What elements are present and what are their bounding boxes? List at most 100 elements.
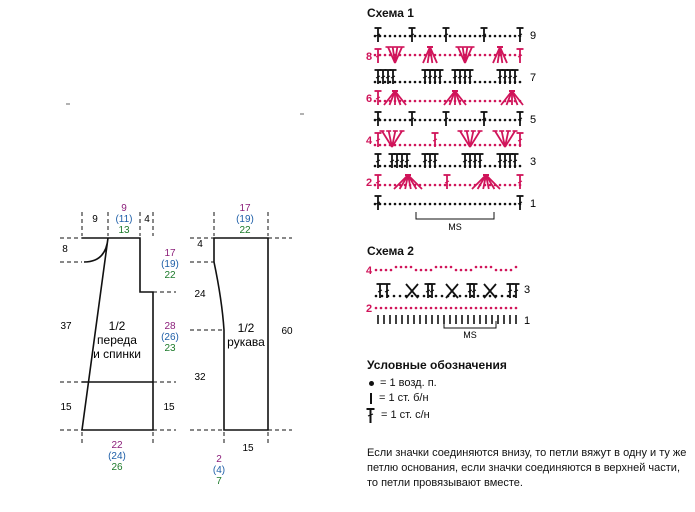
chain-stitch bbox=[469, 268, 473, 272]
chain-stitch bbox=[438, 99, 442, 103]
chain-stitch bbox=[413, 143, 417, 147]
fan-stitch-group bbox=[422, 46, 438, 64]
sleeve-total: 60 bbox=[281, 326, 293, 337]
chain-stitch bbox=[468, 118, 472, 122]
stitch-cross bbox=[394, 159, 400, 163]
stitch-cross bbox=[513, 289, 519, 293]
stitch-cross bbox=[404, 159, 410, 163]
chain-stitch bbox=[449, 265, 453, 269]
sleeve-top-green: 22 bbox=[239, 225, 251, 236]
armhole-green: 23 bbox=[164, 343, 176, 354]
stitch-cross bbox=[443, 117, 449, 121]
band-right: 15 bbox=[163, 402, 175, 413]
chain-stitch bbox=[394, 306, 398, 310]
chain-stitch bbox=[428, 294, 432, 298]
chain-stitch bbox=[393, 118, 397, 122]
chain-stitch bbox=[418, 202, 422, 206]
cross-right bbox=[483, 283, 497, 299]
chain-stitch bbox=[378, 164, 382, 168]
double-crochet-stitch bbox=[506, 283, 514, 298]
chain-stitch bbox=[398, 202, 402, 206]
chain-stitch bbox=[508, 53, 512, 57]
chain-stitch bbox=[378, 143, 382, 147]
double-crochet-stitch bbox=[470, 283, 478, 298]
chain-stitch bbox=[514, 306, 518, 310]
chain-stitch bbox=[489, 265, 493, 269]
stitch-cross bbox=[502, 75, 508, 79]
chain-stitch bbox=[423, 99, 427, 103]
chain-stitch bbox=[443, 80, 447, 84]
neck-width-blue: (11) bbox=[115, 214, 132, 225]
chain-stitch bbox=[433, 99, 437, 103]
chain-stitch bbox=[493, 118, 497, 122]
legend-text-double-crochet: = 1 ст. с/н bbox=[381, 409, 430, 421]
double-crochet-stitch bbox=[408, 111, 416, 126]
chain-stitch bbox=[433, 183, 437, 187]
chain-stitch bbox=[413, 118, 417, 122]
sleeve-top-blue: (19) bbox=[236, 214, 254, 225]
fan-spoke bbox=[504, 130, 510, 148]
chain-stitch bbox=[493, 143, 497, 147]
chain-stitch bbox=[438, 34, 442, 38]
chain-stitch bbox=[393, 164, 397, 168]
double-crochet-stitch bbox=[442, 27, 450, 42]
chain-stitch bbox=[473, 202, 477, 206]
chain-stitch bbox=[483, 143, 487, 147]
sleeve-label-2: рукава bbox=[227, 335, 265, 349]
stitch-cross bbox=[375, 159, 381, 163]
chain-stitch bbox=[439, 265, 443, 269]
chain-stitch bbox=[383, 183, 387, 187]
chain-stitch bbox=[429, 306, 433, 310]
chain-stitch bbox=[408, 99, 412, 103]
chain-stitch bbox=[488, 34, 492, 38]
chain-stitch bbox=[493, 34, 497, 38]
chain-stitch bbox=[408, 143, 412, 147]
chain-stitch bbox=[409, 265, 413, 269]
chain-stitch bbox=[419, 306, 423, 310]
chain-stitch bbox=[499, 306, 503, 310]
double-crochet-stitch bbox=[501, 153, 509, 168]
chain-stitch bbox=[468, 99, 472, 103]
double-crochet-stitch bbox=[374, 132, 382, 147]
chain-stitch bbox=[378, 80, 382, 84]
chain-stitch bbox=[373, 143, 377, 147]
stitch-cross bbox=[507, 159, 513, 163]
double-crochet-stitch bbox=[421, 69, 429, 84]
stitch-cross bbox=[375, 117, 381, 121]
chain-stitch bbox=[423, 202, 427, 206]
fan-spoke bbox=[391, 130, 403, 148]
chain-stitch bbox=[473, 53, 477, 57]
chain-stitch bbox=[493, 164, 497, 168]
stitch-cross bbox=[467, 75, 473, 79]
chain-stitch bbox=[374, 294, 378, 298]
chain-stitch bbox=[403, 80, 407, 84]
chain-stitch bbox=[433, 118, 437, 122]
chain-stitch bbox=[388, 202, 392, 206]
legend-text-single-crochet: = 1 ст. б/н bbox=[379, 392, 429, 404]
chain-stitch bbox=[383, 34, 387, 38]
chain-stitch bbox=[498, 143, 502, 147]
chain-stitch bbox=[409, 306, 413, 310]
chain-stitch bbox=[438, 143, 442, 147]
stitch-cross bbox=[409, 117, 415, 121]
chain-stitch bbox=[383, 53, 387, 57]
chain-stitch bbox=[459, 268, 463, 272]
chain-stitch bbox=[453, 34, 457, 38]
double-crochet-stitch bbox=[389, 69, 397, 84]
scheme-1-row-label-8: 8 bbox=[366, 51, 372, 63]
chain-stitch bbox=[512, 294, 516, 298]
sleeve-bottom-blue: (4) bbox=[213, 465, 225, 476]
chain-stitch bbox=[443, 143, 447, 147]
chain-stitch bbox=[488, 99, 492, 103]
fan-spoke bbox=[388, 90, 396, 106]
stitch-cross bbox=[375, 54, 381, 58]
stitch-cross bbox=[517, 180, 523, 184]
stitch-cross bbox=[437, 75, 443, 79]
fan-spoke bbox=[485, 174, 501, 190]
chain-stitch bbox=[428, 99, 432, 103]
chain-stitch bbox=[379, 268, 383, 272]
chain-stitch bbox=[418, 34, 422, 38]
chain-stitch bbox=[424, 306, 428, 310]
chain-stitch bbox=[463, 118, 467, 122]
chain-stitch bbox=[488, 202, 492, 206]
